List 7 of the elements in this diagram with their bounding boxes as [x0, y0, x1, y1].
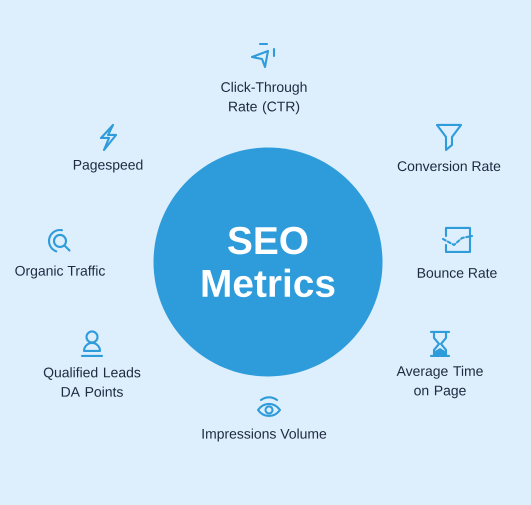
metric-label: Organic Traffic [15, 265, 105, 278]
metric-label: Conversion Rate [398, 160, 500, 172]
metric-label: Bounce Rate [418, 268, 497, 278]
metric-label: Impressions Volume [202, 428, 326, 442]
metric-label: Qualified Leads DA Points [44, 367, 140, 397]
metric-label: Average Time on Page [396, 366, 483, 398]
metric-label: Click-Through Rate (CTR) [221, 82, 306, 114]
